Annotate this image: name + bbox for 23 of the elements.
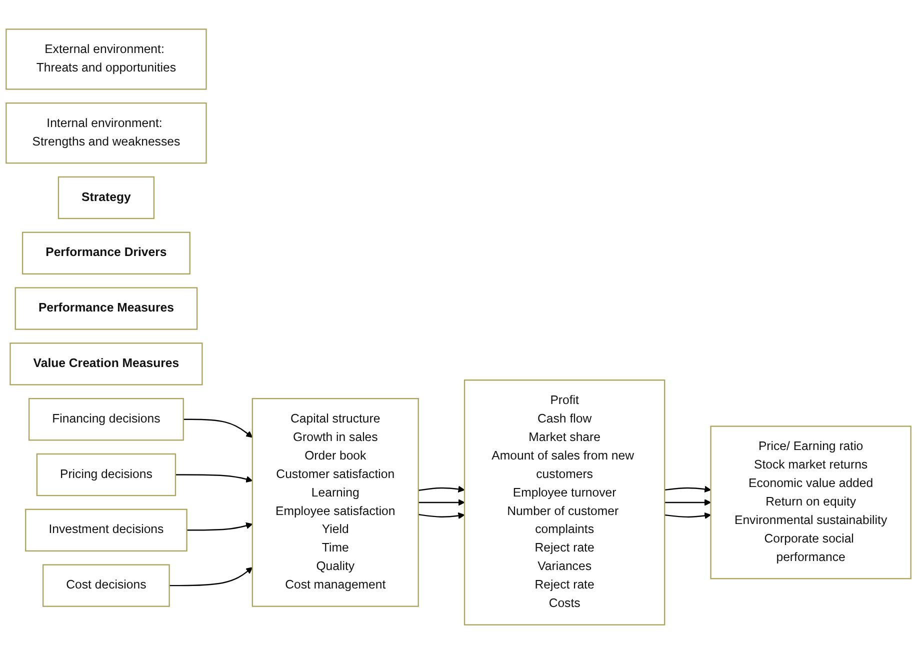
arrow	[664, 512, 712, 520]
arrow	[418, 512, 465, 520]
node-box: Investment decisions	[25, 508, 188, 552]
arrow	[664, 499, 712, 506]
node-box: External environment: Threats and opportunities	[6, 28, 207, 90]
arrow	[186, 522, 253, 531]
arrow	[169, 567, 253, 586]
arrow	[183, 418, 253, 438]
node-box: Financing decisions	[28, 398, 184, 441]
arrow	[418, 486, 465, 493]
node-box: Cost decisions	[42, 564, 170, 607]
node-box: Capital structure Growth in sales Order book Customer satisfaction Learning Employee satisfaction Yield Time Quality Cost management	[252, 398, 419, 607]
arrow	[175, 474, 253, 482]
node-box: Value Creation Measures	[10, 342, 203, 386]
node-box: Profit Cash flow Market share Amount of sales from new customers Employee turnover Number of customer complaints Reject rate Variances Reject rate Costs	[464, 380, 666, 626]
arrow	[418, 499, 465, 506]
node-box: Pricing decisions	[36, 453, 176, 496]
node-box: Price/ Earning ratio Stock market returns Economic value added Return on equity Environmental sustainability Corporate social performance	[710, 426, 912, 580]
node-box: Performance Measures	[14, 287, 198, 330]
node-box: Strategy	[58, 176, 154, 220]
node-box: Performance Drivers	[22, 232, 190, 274]
arrow	[664, 486, 712, 493]
node-box: Internal environment: Strengths and weaknesses	[6, 102, 207, 164]
